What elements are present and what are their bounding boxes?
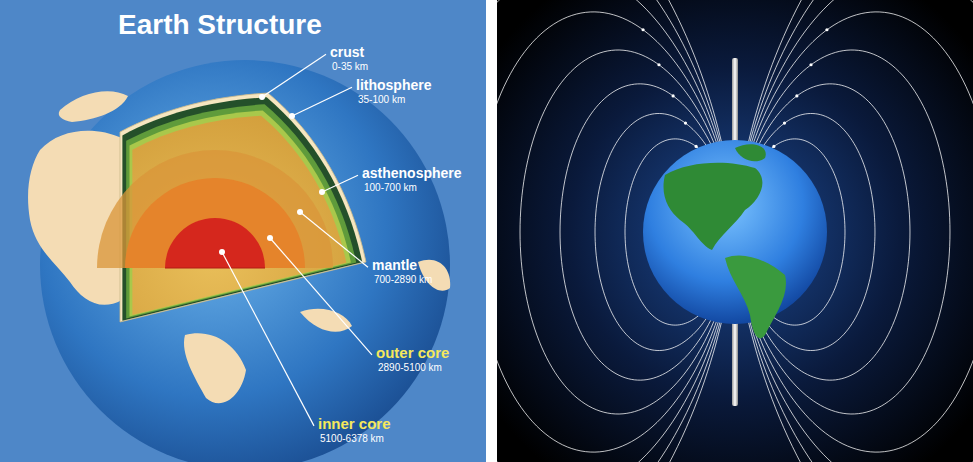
- continent: [735, 144, 766, 161]
- continent: [725, 255, 786, 338]
- leader-dot: [267, 235, 273, 241]
- leader-dot: [219, 249, 225, 255]
- depth-range: 700-2890 km: [374, 274, 432, 285]
- layer-name: mantle: [372, 258, 417, 273]
- layer-name: outer core: [376, 345, 449, 362]
- field-marker: [641, 28, 644, 31]
- leader-dot: [319, 189, 325, 195]
- layer-name: asthenosphere: [362, 166, 462, 181]
- field-marker: [795, 94, 798, 97]
- leader-dot: [297, 209, 303, 215]
- field-marker: [783, 122, 786, 125]
- continent: [300, 309, 352, 332]
- inner-core: [165, 218, 265, 268]
- continent: [663, 163, 762, 250]
- globe: [40, 60, 450, 462]
- continents: [663, 144, 786, 338]
- field-marker: [695, 145, 698, 148]
- layer-name: crust: [330, 45, 364, 60]
- depth-range: 100-700 km: [364, 182, 417, 193]
- field-marker: [809, 63, 812, 66]
- depth-range: 0-35 km: [332, 61, 368, 72]
- continent: [184, 333, 246, 403]
- field-marker: [657, 63, 660, 66]
- magnetic-field: [497, 0, 973, 462]
- outer-core: [125, 178, 305, 268]
- continents: [28, 91, 450, 403]
- field-marker: [684, 122, 687, 125]
- leader-dot: [289, 113, 295, 119]
- diagram-title: Earth Structure: [118, 9, 322, 41]
- leader-line: [222, 252, 314, 426]
- continent: [28, 131, 122, 305]
- earth-cutaway: [28, 60, 450, 462]
- leader-line: [270, 238, 372, 355]
- leader-line: [300, 212, 368, 267]
- core-base: [165, 268, 265, 269]
- lithosphere-layer: [122, 97, 362, 320]
- leader-dot: [259, 94, 265, 100]
- layer-name: inner core: [318, 416, 391, 433]
- continent: [59, 91, 128, 122]
- globe: [643, 140, 827, 324]
- field-lines: [497, 0, 973, 462]
- field-marker: [672, 94, 675, 97]
- leader-line: [292, 87, 352, 116]
- lower-mantle: [97, 150, 333, 268]
- leader-line: [322, 175, 358, 192]
- depth-range: 35-100 km: [358, 94, 405, 105]
- leader-line: [262, 54, 326, 97]
- depth-range: 2890-5100 km: [378, 362, 442, 373]
- crust-layer: [120, 93, 366, 322]
- glow: [497, 0, 973, 462]
- layer-name: lithosphere: [356, 78, 431, 93]
- field-marker: [772, 145, 775, 148]
- field-marker: [825, 28, 828, 31]
- depth-range: 5100-6378 km: [320, 433, 384, 444]
